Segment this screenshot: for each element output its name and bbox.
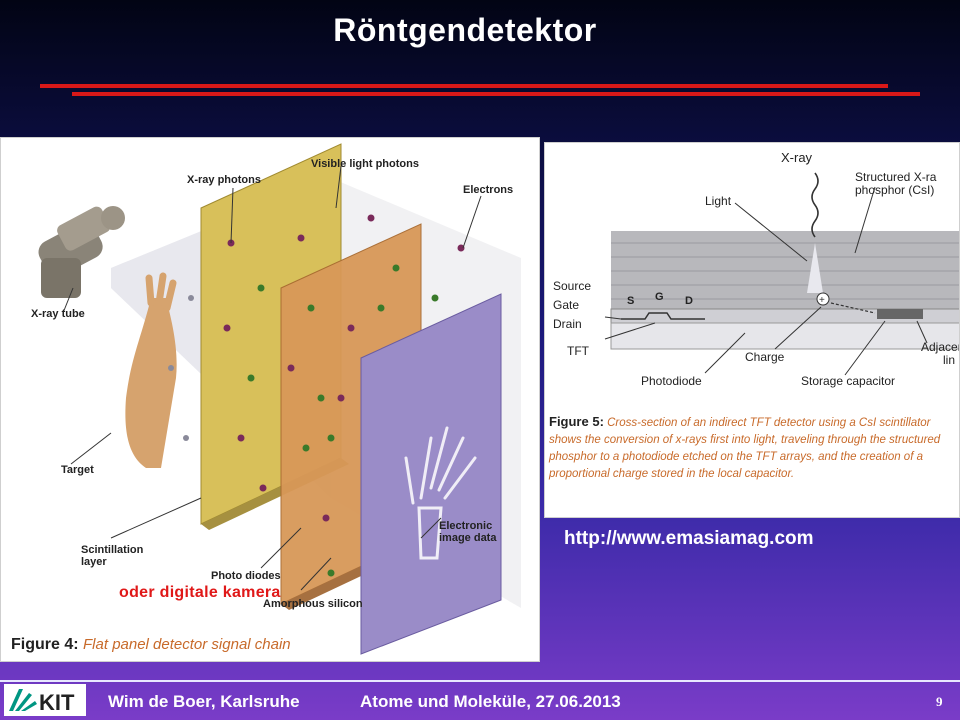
title-underline-2 — [72, 92, 920, 96]
figure-4-text: Flat panel detector signal chain — [83, 636, 291, 653]
svg-text:KIT: KIT — [39, 690, 75, 715]
photon-dots — [168, 214, 465, 577]
footer-author: Wim de Boer, Karlsruhe — [108, 692, 300, 711]
label-g: G — [655, 291, 664, 303]
label-photodiode: Photodiode — [641, 374, 702, 388]
label-scintillation: Scintillation layer — [81, 544, 143, 568]
label-storage-capacitor: Storage capacitor — [801, 374, 896, 388]
overlay-digital-camera-note: oder digitale kamera — [119, 584, 281, 601]
xray-tube-icon — [38, 206, 125, 298]
label-scintillation-line1: Scintillation — [81, 544, 144, 556]
label-d: D — [685, 295, 693, 307]
label-photo-diodes: Photo diodes — [211, 570, 281, 582]
label-tft: TFT — [567, 344, 589, 358]
label-electronic-line2: image data — [439, 532, 497, 544]
storage-capacitor-icon — [877, 309, 923, 319]
svg-text:+: + — [819, 295, 825, 306]
label-electronic-image-data: Electronic image data — [439, 520, 496, 544]
source-url: http://www.emasiamag.com — [564, 528, 814, 549]
label-adjacent-line1: Adjacen — [921, 340, 959, 354]
figure-flat-panel-detector: X-ray photons Visible light photons Elec… — [0, 137, 540, 662]
xray-wave-icon — [811, 172, 819, 238]
label-structured-phosphor: Structured X-ra phosphor (CsI) — [855, 171, 936, 197]
label-charge: Charge — [745, 350, 785, 364]
figure-5-number: Figure 5: — [549, 414, 604, 429]
label-xray-photons: X-ray photons — [187, 174, 261, 186]
charge-icon — [816, 292, 830, 306]
label-structured-line1: Structured X-ra — [855, 170, 937, 184]
figure-tft-cross-section: + X-ray Light Structured X-ra phosphor (… — [544, 142, 960, 518]
label-light: Light — [705, 194, 732, 208]
label-source: Source — [553, 279, 592, 293]
slide-title: Röntgendetektor — [333, 12, 597, 48]
label-adjacent-line: Adjacen lin — [921, 340, 959, 367]
label-electronic-line1: Electronic — [439, 520, 493, 532]
hand-icon — [125, 272, 177, 468]
label-target: Target — [61, 464, 94, 476]
label-gate: Gate — [553, 298, 580, 312]
label-amorphous-silicon: Amorphous silicon — [263, 598, 363, 610]
label-xray-tube: X-ray tube — [31, 308, 85, 320]
label-adjacent-line2: lin — [943, 353, 956, 367]
title-underline-1 — [40, 84, 888, 88]
figure-5-text: Cross-section of an indirect TFT detecto… — [549, 417, 941, 480]
label-drain: Drain — [553, 317, 582, 331]
kit-logo: KIT — [4, 684, 86, 716]
figure-4-number: Figure 4: — [11, 636, 79, 653]
label-visible-light-photons: Visible light photons — [311, 158, 419, 170]
label-structured-line2: phosphor (CsI) — [855, 183, 935, 197]
kit-logo-icon: KIT — [9, 689, 75, 715]
label-s: S — [627, 295, 635, 307]
flat-panel-illustration — [38, 143, 521, 655]
label-electrons: Electrons — [463, 184, 514, 196]
footer-topic-date: Atome und Moleküle, 27.06.2013 — [360, 692, 621, 711]
label-source-gate-drain: Source Gate Drain — [553, 277, 591, 334]
xray-hand-image-icon — [404, 426, 477, 560]
figure-4-caption: Figure 4: Flat panel detector signal cha… — [11, 636, 291, 654]
label-scintillation-line2: layer — [81, 556, 107, 568]
footer-divider — [0, 680, 960, 682]
tft-cross-section-illustration: + — [604, 172, 959, 376]
page-number: 9 — [936, 694, 943, 709]
label-xray: X-ray — [781, 150, 813, 165]
figure-5-caption: Figure 5: Cross-section of an indirect T… — [549, 413, 957, 483]
